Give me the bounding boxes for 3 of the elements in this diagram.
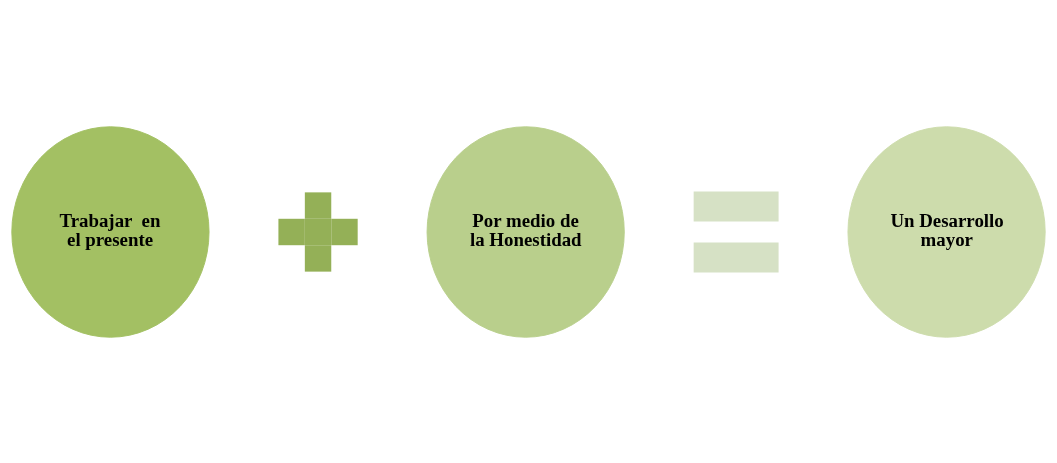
node-circle: Un Desarrollo mayor (847, 125, 1046, 338)
node-circle: Por medio de la Honestidad (426, 125, 625, 338)
node-circle: Trabajar en el presente (11, 125, 210, 338)
